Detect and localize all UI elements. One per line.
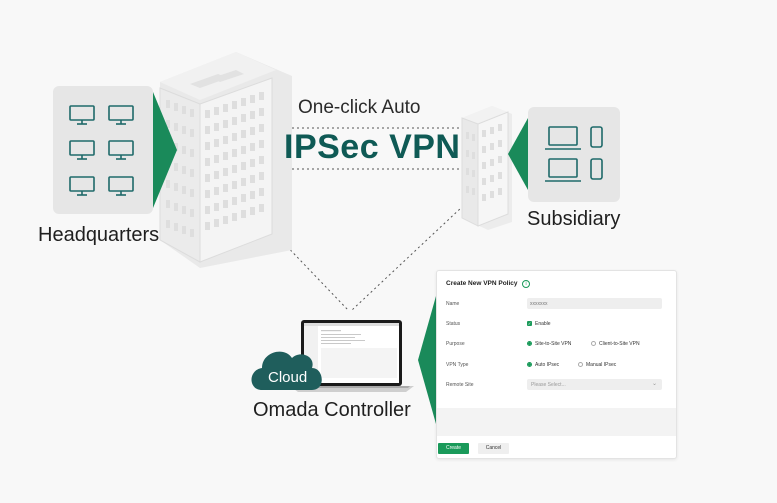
headquarters-label: Headquarters xyxy=(38,224,160,246)
chevron-down-icon: ⌄ xyxy=(651,381,657,387)
cloud-label: Cloud xyxy=(268,369,308,386)
name-value: xxxxxxx xyxy=(530,301,548,307)
monitor-icon xyxy=(69,105,134,196)
vpn-type-label: VPN Type xyxy=(446,362,469,368)
radio-icon[interactable] xyxy=(591,341,596,346)
vpn-title: IPSec VPN xyxy=(284,128,461,166)
manual-ipsec-option: Manual IPsec xyxy=(586,362,617,368)
cancel-button[interactable]: Cancel xyxy=(478,443,509,454)
dialog-pointer xyxy=(418,296,436,424)
client-to-site-option: Client-to-Site VPN xyxy=(599,341,640,347)
dialog-body-area xyxy=(437,408,676,436)
name-label: Name xyxy=(446,301,460,307)
dialog-title: Create New VPN Policy xyxy=(446,280,518,287)
remote-site-placeholder: Please Select... xyxy=(531,382,566,388)
phone-icon xyxy=(590,126,603,180)
enable-option: Enable xyxy=(535,321,551,327)
cloud-icon xyxy=(251,351,322,390)
radio-icon[interactable] xyxy=(527,341,532,346)
radio-icon[interactable] xyxy=(527,362,532,367)
purpose-label: Purpose xyxy=(446,341,465,347)
vpn-subtitle: One-click Auto xyxy=(298,97,421,118)
remote-site-label: Remote Site xyxy=(446,382,474,388)
checkbox-icon[interactable]: ✓ xyxy=(527,321,532,326)
create-button[interactable]: Create xyxy=(438,443,469,454)
auto-ipsec-option: Auto IPsec xyxy=(535,362,560,368)
laptop-icon xyxy=(545,126,581,182)
remote-site-select[interactable]: Please Select... ⌄ xyxy=(527,379,662,390)
subsidiary-label: Subsidiary xyxy=(527,208,621,230)
name-field[interactable]: xxxxxxx xyxy=(527,298,662,309)
hq-devices-panel xyxy=(53,86,177,214)
site-to-site-option: Site-to-Site VPN xyxy=(535,341,572,347)
building-icon xyxy=(159,52,292,268)
subsidiary-devices-panel xyxy=(508,107,620,202)
status-label: Status xyxy=(446,321,461,327)
building-icon xyxy=(461,106,512,230)
info-icon[interactable]: i xyxy=(522,280,530,288)
create-vpn-policy-dialog: Create New VPN Policy i Name xxxxxxx Sta… xyxy=(436,270,677,459)
controller-label: Omada Controller xyxy=(253,399,411,421)
radio-icon[interactable] xyxy=(578,362,583,367)
